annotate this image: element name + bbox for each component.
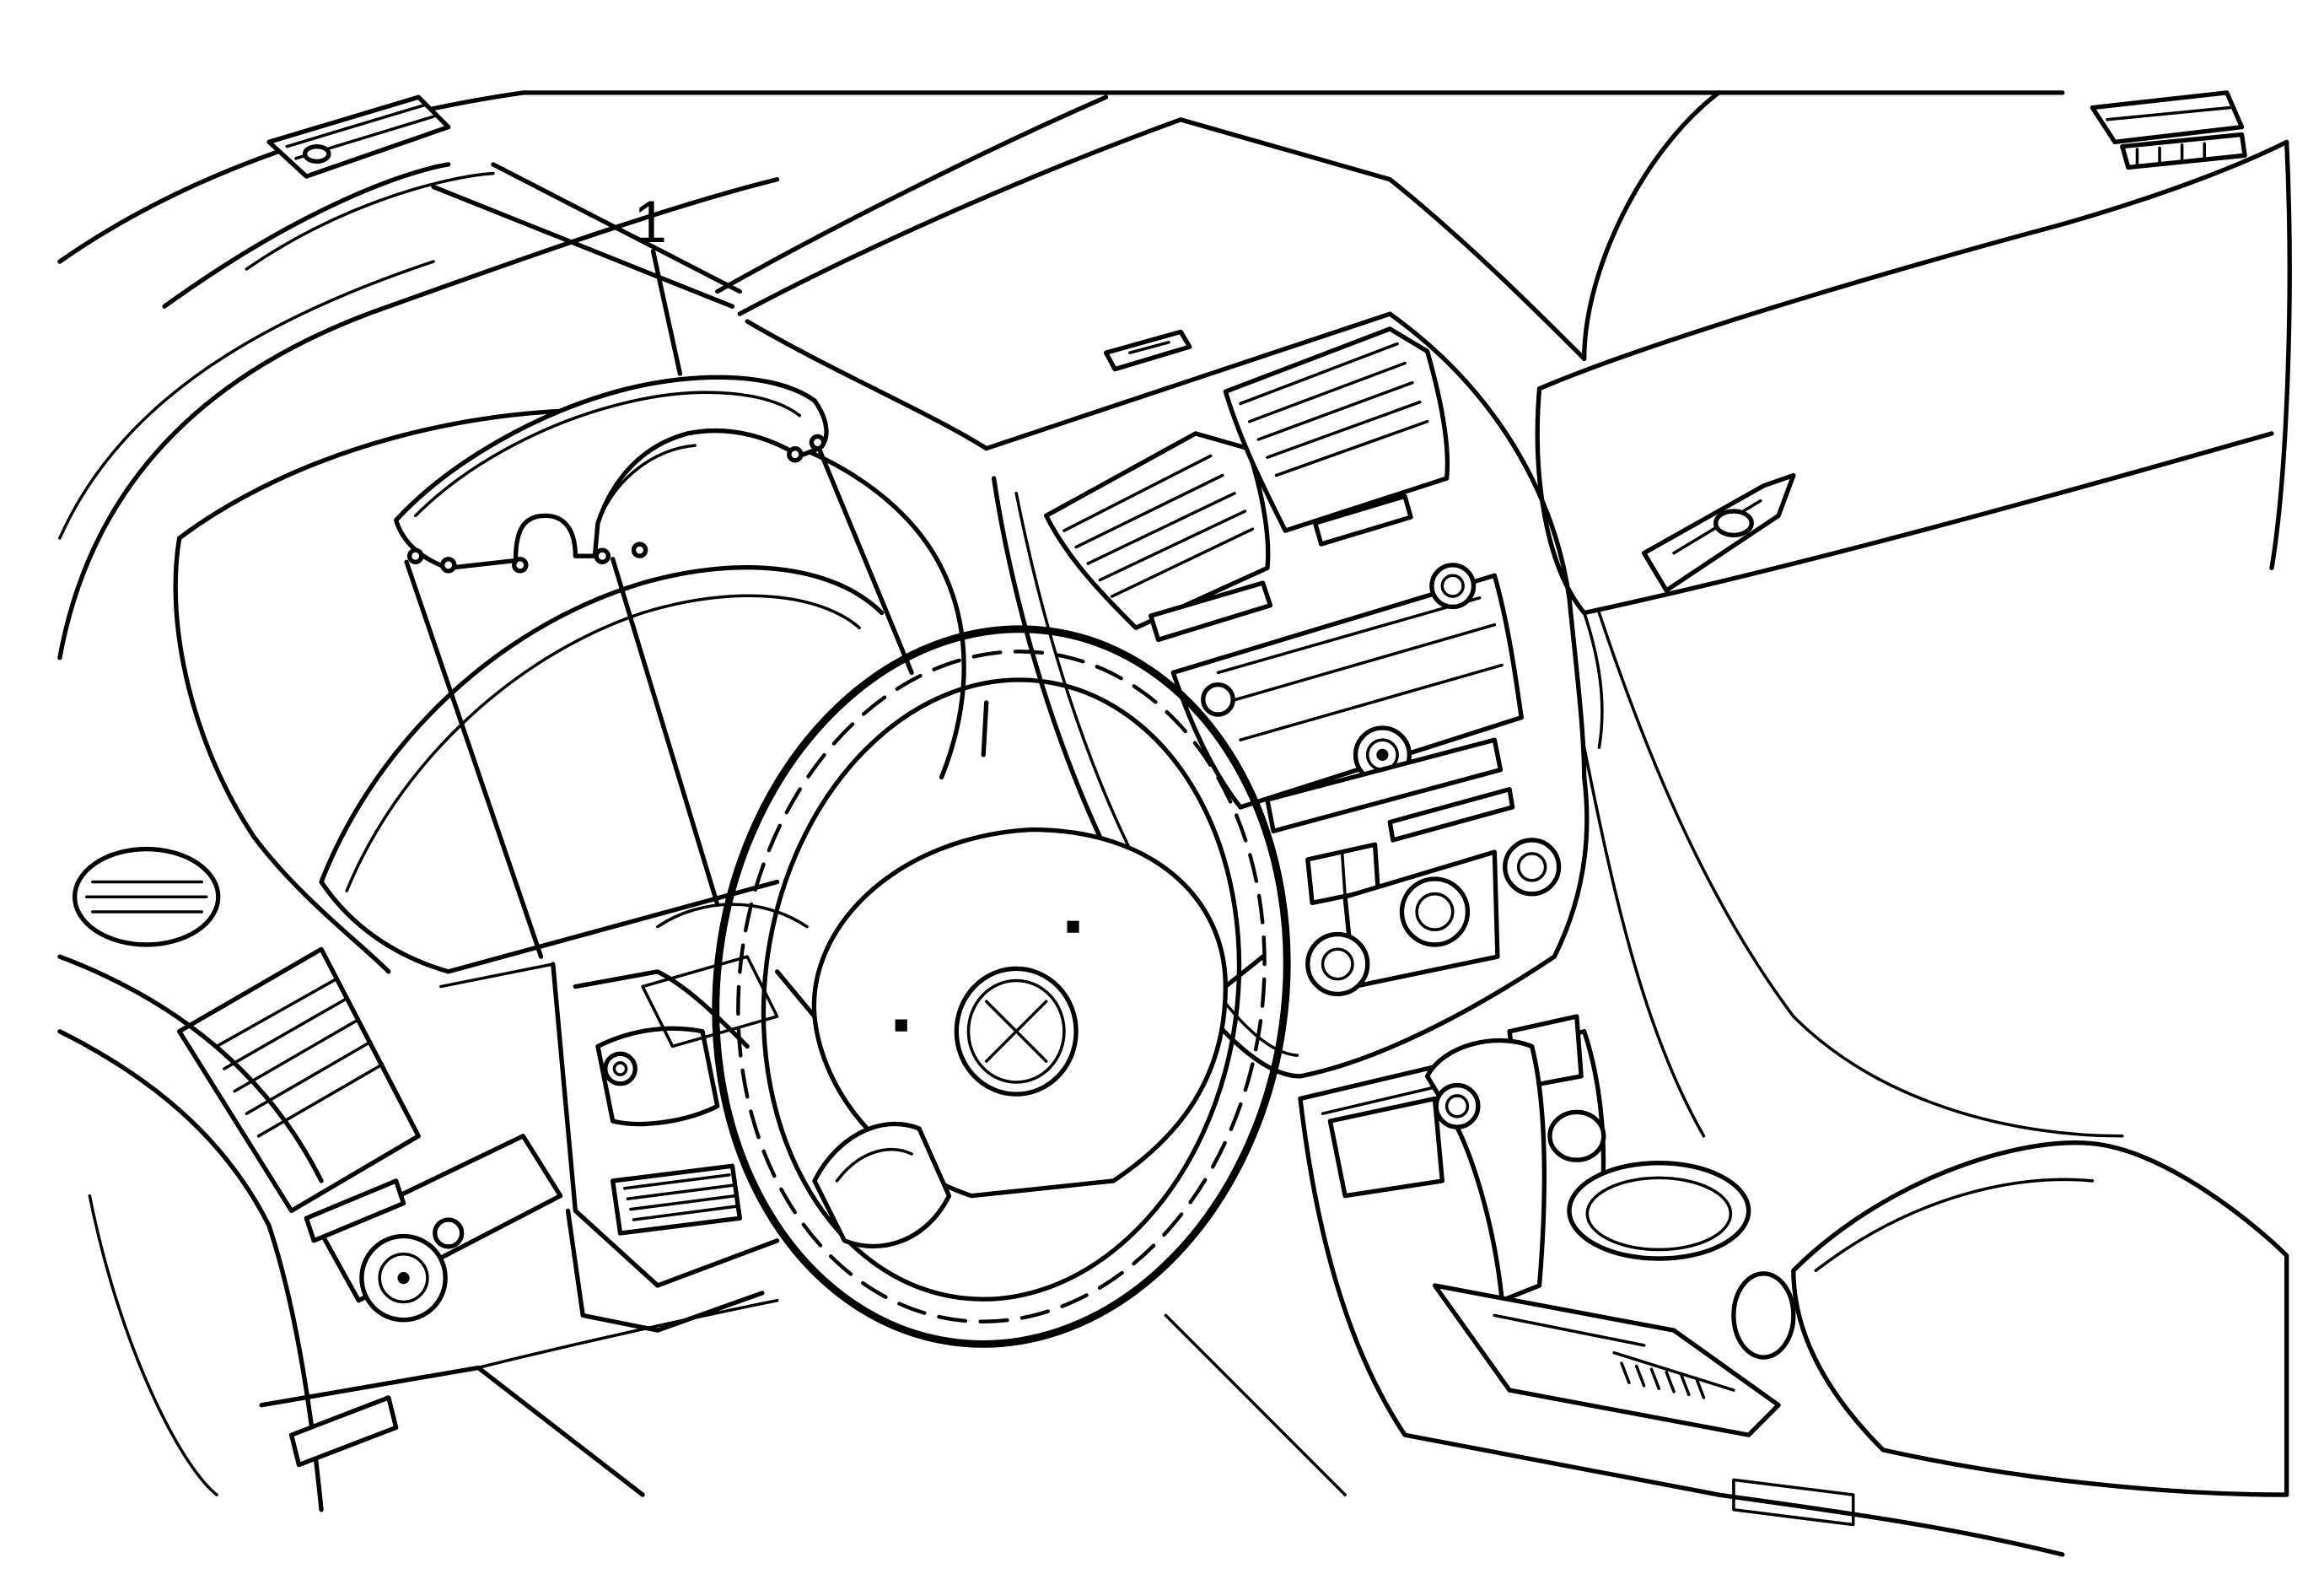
driver-left-panel [57, 846, 645, 1512]
callout-leader-line [650, 249, 683, 376]
lower-dash-lines [476, 611, 2124, 1496]
passenger-dash [1535, 90, 2292, 749]
steering-column [551, 903, 809, 1333]
center-stack [991, 311, 1590, 1079]
callout-1: 1 [633, 189, 683, 376]
center-upper-panel [715, 94, 1587, 451]
center-console [1298, 1014, 2289, 1557]
steering-wheel [712, 625, 1291, 1348]
callout-label: 1 [633, 189, 666, 256]
defrost-vent-left [266, 94, 451, 179]
steering-column-cover-upper [394, 375, 989, 959]
